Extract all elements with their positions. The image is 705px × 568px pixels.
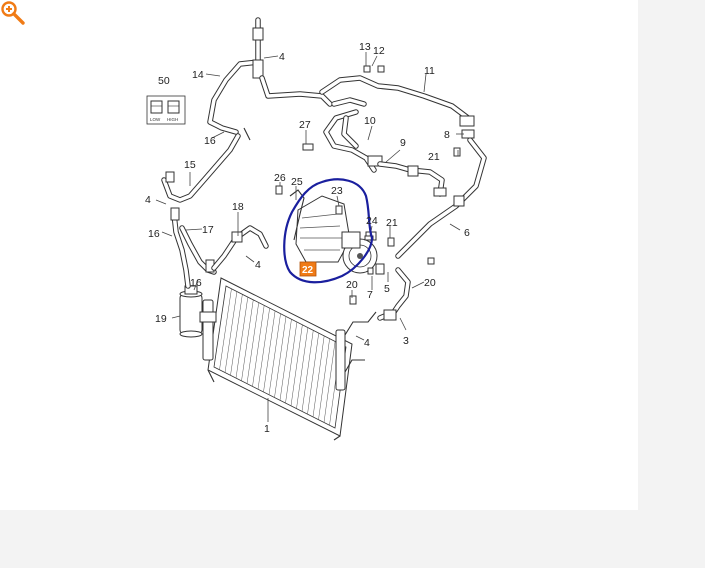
callout-4: 4 (255, 259, 261, 271)
callout-16: 16 (204, 135, 216, 147)
callout-16: 16 (148, 228, 160, 240)
receiver-drier[interactable] (179, 285, 217, 338)
kit-high-label: HIGH (167, 117, 178, 122)
compressor[interactable] (289, 189, 378, 274)
callout-5: 5 (384, 283, 390, 295)
callout-1: 1 (264, 423, 270, 435)
condenser-fin (252, 305, 265, 387)
callout-15: 15 (184, 159, 196, 171)
condenser-fin (318, 338, 330, 420)
condenser-fin (323, 341, 336, 423)
condenser-fin (224, 291, 238, 373)
callout-6: 6 (464, 227, 470, 239)
callout-20: 20 (424, 277, 436, 289)
condenser-fin (312, 335, 325, 417)
condenser-fin (230, 294, 243, 376)
liquid-line-18[interactable] (211, 225, 269, 271)
condenser-fin (246, 302, 259, 384)
callout-20: 20 (346, 279, 358, 291)
callout-14: 14 (192, 69, 204, 81)
condenser-fin (274, 316, 287, 398)
condenser-fin (241, 299, 254, 381)
highlighted-part-badge[interactable]: 22 (299, 261, 317, 277)
pressure-line-3[interactable] (377, 267, 411, 321)
kit-low-label: LOW (150, 117, 161, 122)
callout-3: 3 (403, 335, 409, 347)
callout-11: 11 (424, 65, 435, 77)
callout-21: 21 (386, 217, 398, 229)
callout-19: 19 (155, 313, 167, 325)
callout-12: 12 (373, 45, 385, 57)
suction-hose-10[interactable] (323, 109, 383, 173)
condenser-fin (257, 308, 270, 390)
pressure-line-6[interactable] (395, 129, 487, 259)
callout-27: 27 (299, 119, 311, 131)
callout-21: 21 (428, 151, 440, 163)
highlighted-part-label: 22 (302, 265, 314, 276)
condenser-fin (285, 322, 298, 404)
callout-4: 4 (145, 194, 151, 206)
callout-50: 50 (158, 75, 170, 87)
callouts: 1 3 4 4 4 4 5 6 7 8 9 10 11 12 13 14 15 … (145, 41, 470, 435)
callout-23: 23 (331, 185, 343, 197)
condenser-fin (268, 313, 281, 395)
zoom-in-icon (1, 1, 25, 25)
callout-8: 8 (444, 129, 450, 141)
callout-7: 7 (367, 289, 373, 301)
condenser-fin (301, 330, 314, 412)
condenser-fin (279, 319, 292, 401)
liquid-line-15[interactable] (161, 127, 251, 203)
condenser-fin (290, 324, 303, 406)
callout-25: 25 (291, 176, 303, 188)
callout-26: 26 (274, 172, 286, 184)
condenser-fin (235, 297, 249, 379)
condenser[interactable] (202, 277, 377, 441)
condenser-fin (263, 310, 276, 392)
condenser-fin (307, 333, 319, 415)
callout-18: 18 (232, 201, 244, 213)
condenser-fin (296, 327, 309, 409)
liquid-line-17[interactable] (179, 225, 217, 275)
callout-10: 10 (364, 115, 376, 127)
suction-line-11[interactable] (319, 75, 475, 127)
kit-box-50[interactable]: LOW HIGH (146, 95, 186, 125)
condenser-fin (219, 288, 232, 370)
zoom-button[interactable] (0, 0, 28, 28)
callout-13: 13 (359, 41, 371, 53)
liquid-line-14[interactable] (207, 17, 333, 135)
callout-4: 4 (279, 51, 285, 63)
fasteners (275, 65, 461, 305)
callout-24: 24 (366, 215, 378, 227)
callout-4: 4 (364, 337, 370, 349)
liquid-line-16[interactable] (170, 207, 191, 289)
selection-outline (283, 178, 374, 284)
callout-17: 17 (202, 224, 214, 236)
callout-16: 16 (190, 277, 202, 289)
discharge-hose-9[interactable] (377, 161, 447, 197)
callout-9: 9 (400, 137, 406, 149)
